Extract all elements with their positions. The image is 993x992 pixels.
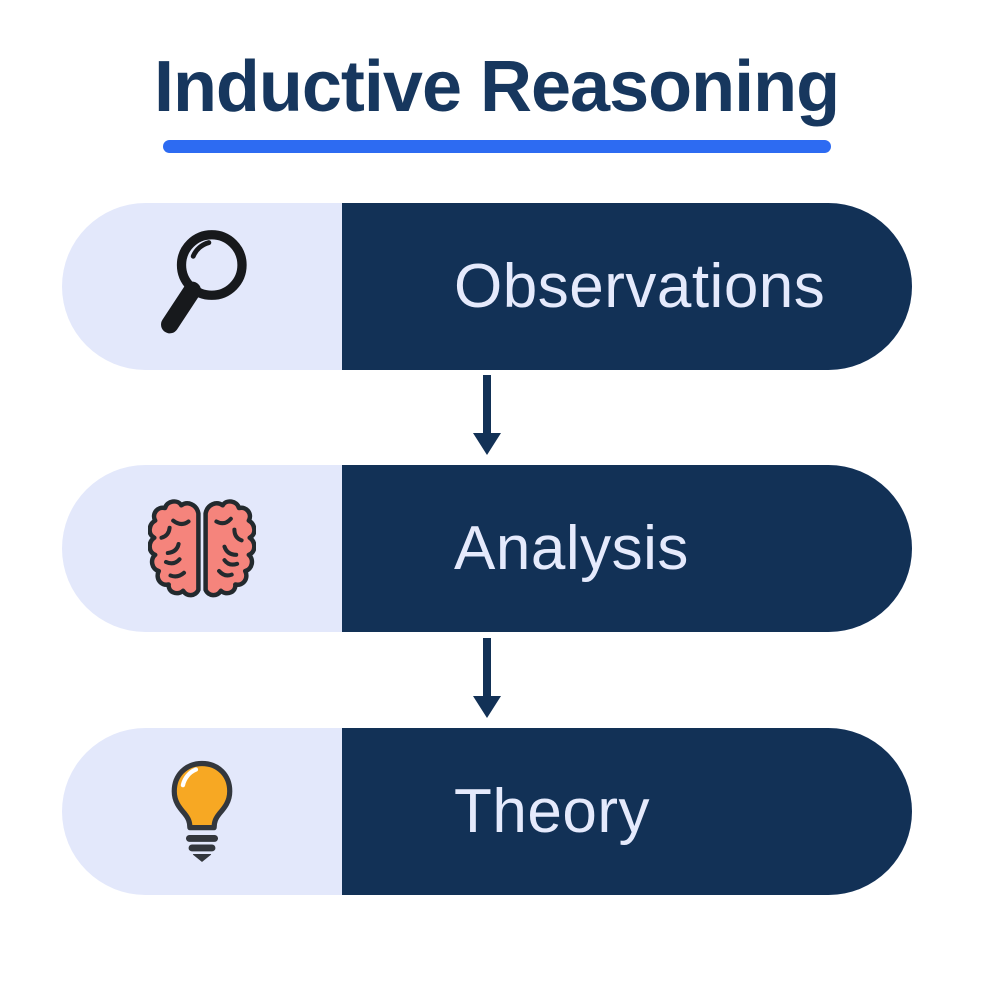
stage-icon-cell bbox=[62, 465, 342, 632]
title-underline bbox=[163, 140, 831, 153]
brain-icon bbox=[148, 499, 256, 598]
down-arrow-icon bbox=[473, 638, 501, 718]
page-title: Inductive Reasoning bbox=[153, 47, 840, 127]
stage-label-section: Observations bbox=[342, 203, 912, 370]
stage-row-theory: Theory bbox=[62, 728, 912, 895]
stage-label: Analysis bbox=[454, 514, 689, 583]
stage-label: Theory bbox=[454, 777, 650, 846]
lightbulb-icon bbox=[171, 760, 233, 862]
stage-row-analysis: Analysis bbox=[62, 465, 912, 632]
stage-icon-cell bbox=[62, 203, 342, 370]
stage-label-section: Analysis bbox=[342, 465, 912, 632]
magnifier-icon bbox=[161, 229, 247, 333]
down-arrow-icon bbox=[473, 375, 501, 455]
stage-row-observations: Observations bbox=[62, 203, 912, 370]
stage-label-section: Theory bbox=[342, 728, 912, 895]
stage-label: Observations bbox=[454, 252, 826, 321]
stage-icon-cell bbox=[62, 728, 342, 895]
